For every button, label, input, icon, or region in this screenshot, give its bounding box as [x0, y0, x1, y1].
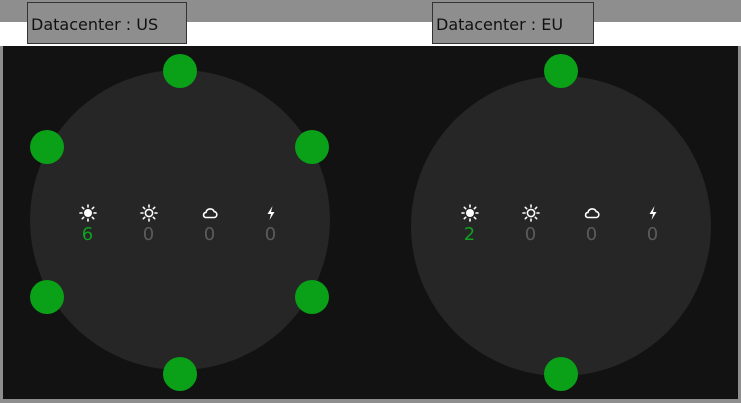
- server-node[interactable]: [30, 130, 64, 164]
- stat-cloudy: 0: [179, 204, 240, 246]
- stat-storm: 0: [240, 204, 301, 246]
- server-node[interactable]: [30, 280, 64, 314]
- lightning-icon: [644, 204, 662, 222]
- node-ring: [30, 70, 330, 370]
- server-node[interactable]: [163, 54, 197, 88]
- server-node[interactable]: [295, 280, 329, 314]
- lightning-icon: [262, 204, 280, 222]
- partly-sun-icon: [139, 204, 158, 222]
- stat-value: 2: [463, 224, 476, 245]
- stat-value: 0: [264, 224, 277, 245]
- stat-storm: 0: [622, 204, 683, 246]
- server-node[interactable]: [163, 357, 197, 391]
- stat-partly: 0: [500, 204, 561, 246]
- stat-sunny: 6: [57, 204, 118, 246]
- node-ring: [411, 76, 711, 376]
- stat-partly: 0: [118, 204, 179, 246]
- sun-icon: [460, 204, 479, 222]
- server-node[interactable]: [295, 130, 329, 164]
- stat-value: 0: [646, 224, 659, 245]
- stat-sunny: 2: [439, 204, 500, 246]
- datacenter-title-us: Datacenter : US: [27, 2, 187, 44]
- stat-value: 0: [142, 224, 155, 245]
- cloud-icon: [583, 204, 601, 222]
- status-summary: 2 0 0 0: [439, 204, 683, 246]
- stat-cloudy: 0: [561, 204, 622, 246]
- stat-value: 6: [81, 224, 94, 245]
- datacenter-title-eu: Datacenter : EU: [432, 2, 594, 44]
- cloud-icon: [201, 204, 219, 222]
- stat-value: 0: [203, 224, 216, 245]
- status-summary: 6 0 0 0: [57, 204, 301, 246]
- server-node[interactable]: [544, 54, 578, 88]
- stat-value: 0: [585, 224, 598, 245]
- partly-sun-icon: [521, 204, 540, 222]
- server-node[interactable]: [544, 357, 578, 391]
- stat-value: 0: [524, 224, 537, 245]
- sun-icon: [78, 204, 97, 222]
